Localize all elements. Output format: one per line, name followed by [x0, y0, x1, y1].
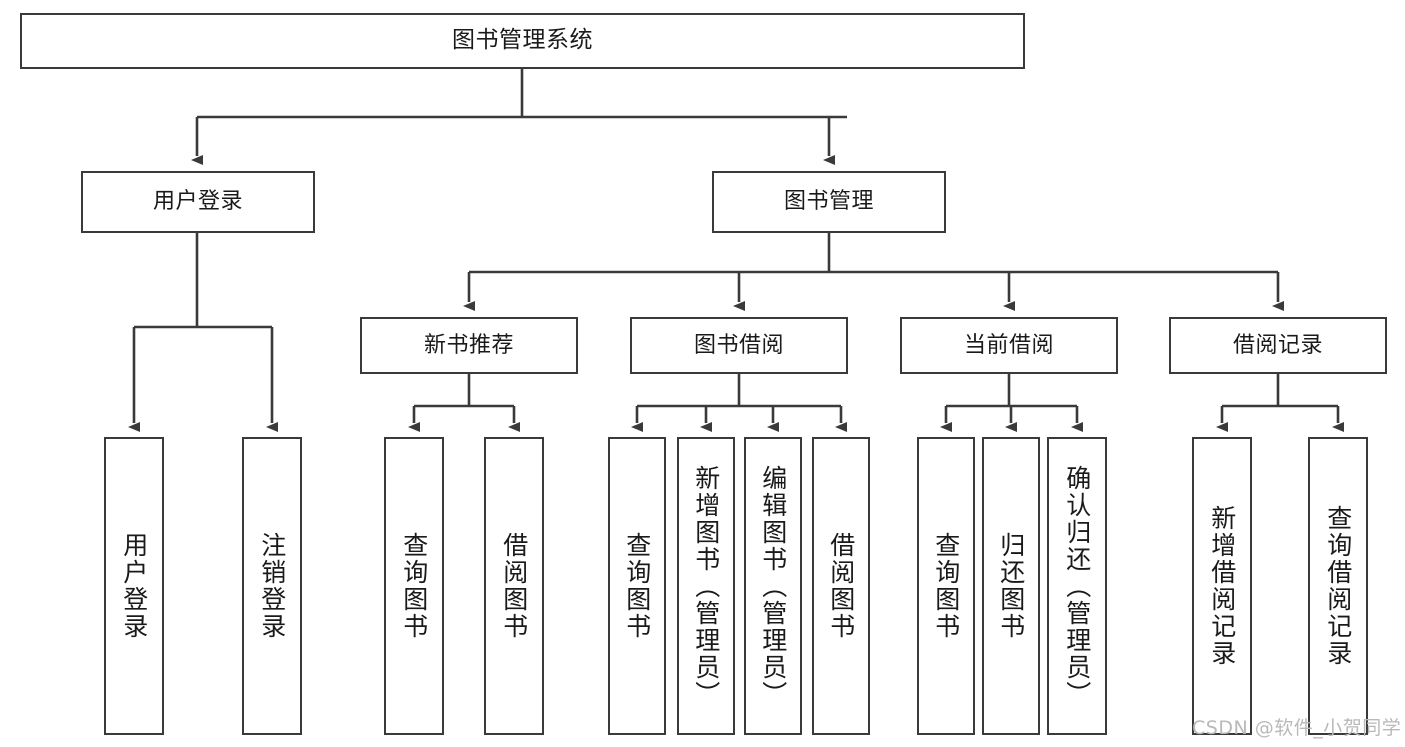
watermark-text: CSDN @软件_小贺同学 [1192, 717, 1402, 739]
node-label: 编辑图书（管理员） [758, 464, 788, 708]
leaf-newbook-borrow-book[interactable]: 借阅图书 [484, 437, 544, 735]
node-label: 查询图书 [622, 532, 652, 640]
node-label: 注销登录 [257, 532, 287, 640]
leaf-current-return-book[interactable]: 归还图书 [982, 437, 1040, 735]
leaf-borrow-query-book[interactable]: 查询图书 [608, 437, 666, 735]
node-label: 查询借阅记录 [1323, 505, 1353, 667]
node-label: 查询图书 [931, 532, 961, 640]
node-label: 图书借阅 [693, 332, 784, 358]
leaf-borrow-take-book[interactable]: 借阅图书 [812, 437, 870, 735]
leaf-current-query-book[interactable]: 查询图书 [917, 437, 975, 735]
node-label: 图书管理系统 [452, 27, 593, 54]
leaf-borrow-edit-book-admin[interactable]: 编辑图书（管理员） [744, 437, 802, 735]
node-label: 新书推荐 [423, 332, 514, 358]
node-current-borrow[interactable]: 当前借阅 [900, 317, 1118, 374]
leaf-records-query-record[interactable]: 查询借阅记录 [1308, 437, 1368, 735]
leaf-user-login[interactable]: 用户登录 [104, 437, 164, 735]
leaf-records-add-record[interactable]: 新增借阅记录 [1192, 437, 1252, 735]
node-label: 借阅图书 [499, 532, 529, 640]
node-label: 新增借阅记录 [1207, 505, 1237, 667]
leaf-newbook-query-book[interactable]: 查询图书 [384, 437, 444, 735]
node-label: 图书管理 [783, 189, 874, 215]
node-label: 用户登录 [119, 532, 149, 640]
node-root-system[interactable]: 图书管理系统 [20, 13, 1025, 69]
leaf-user-logout[interactable]: 注销登录 [242, 437, 302, 735]
leaf-current-confirm-return-admin[interactable]: 确认归还（管理员） [1047, 437, 1107, 735]
node-label: 用户登录 [152, 189, 243, 215]
node-label: 归还图书 [996, 532, 1026, 640]
node-user-login[interactable]: 用户登录 [81, 171, 315, 233]
node-book-borrow[interactable]: 图书借阅 [630, 317, 848, 374]
node-label: 借阅记录 [1232, 332, 1323, 358]
node-label: 借阅图书 [826, 532, 856, 640]
node-label: 查询图书 [399, 532, 429, 640]
node-label: 新增图书（管理员） [691, 464, 721, 708]
node-label: 确认归还（管理员） [1062, 464, 1092, 708]
node-label: 当前借阅 [963, 332, 1054, 358]
node-new-book-recommend[interactable]: 新书推荐 [360, 317, 578, 374]
node-book-management[interactable]: 图书管理 [712, 171, 946, 233]
node-borrow-records[interactable]: 借阅记录 [1169, 317, 1387, 374]
leaf-borrow-add-book-admin[interactable]: 新增图书（管理员） [677, 437, 735, 735]
